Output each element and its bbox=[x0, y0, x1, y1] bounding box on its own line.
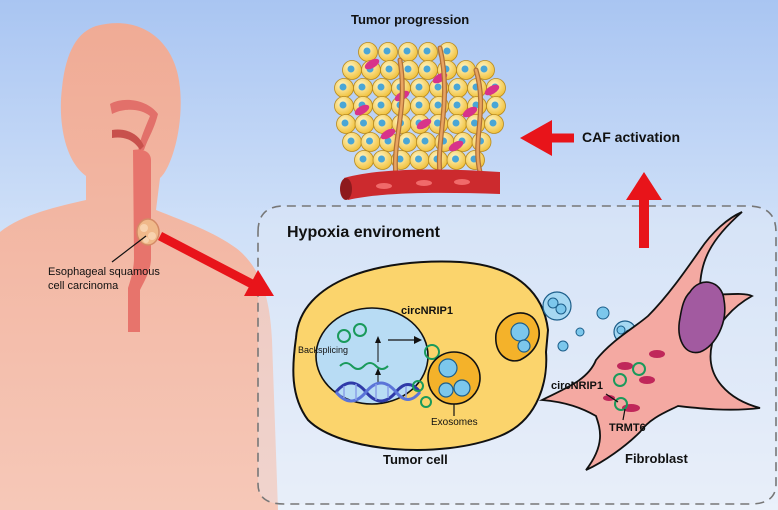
esophageal-label-line1: Esophageal squamous bbox=[48, 266, 160, 278]
tumor-cell-illustration bbox=[292, 260, 550, 451]
tumor-cell-label: Tumor cell bbox=[383, 452, 448, 467]
red-arrow-to-hypoxia bbox=[157, 232, 274, 296]
trmt6-label: TRMT6 bbox=[609, 422, 646, 434]
esophageal-label-line2: cell carcinoma bbox=[48, 280, 119, 292]
circnrip1-fibroblast-label: circNRIP1 bbox=[551, 380, 603, 392]
tumor-cluster-illustration bbox=[334, 42, 506, 179]
tumor-progression-label: Tumor progression bbox=[351, 12, 470, 27]
blood-vessel-illustration bbox=[340, 169, 500, 200]
hypoxia-environment-label: Hypoxia enviroment bbox=[287, 224, 440, 241]
fibroblast-label: Fibroblast bbox=[625, 451, 688, 466]
fibroblast-illustration bbox=[538, 211, 761, 471]
esophagus-illustration bbox=[110, 99, 160, 332]
caf-arrow-left bbox=[520, 120, 574, 156]
dna-helix-icon bbox=[334, 381, 422, 403]
fibroblast-nucleus bbox=[678, 281, 726, 354]
exosomes-label: Exosomes bbox=[431, 417, 478, 428]
backsplicing-label: Backsplicing bbox=[298, 345, 349, 355]
up-arrow-from-fibroblast bbox=[626, 172, 662, 248]
caf-activation-label: CAF activation bbox=[582, 129, 681, 145]
nucleus bbox=[315, 307, 429, 405]
circnrip1-tumor-label: circNRIP1 bbox=[401, 305, 453, 317]
